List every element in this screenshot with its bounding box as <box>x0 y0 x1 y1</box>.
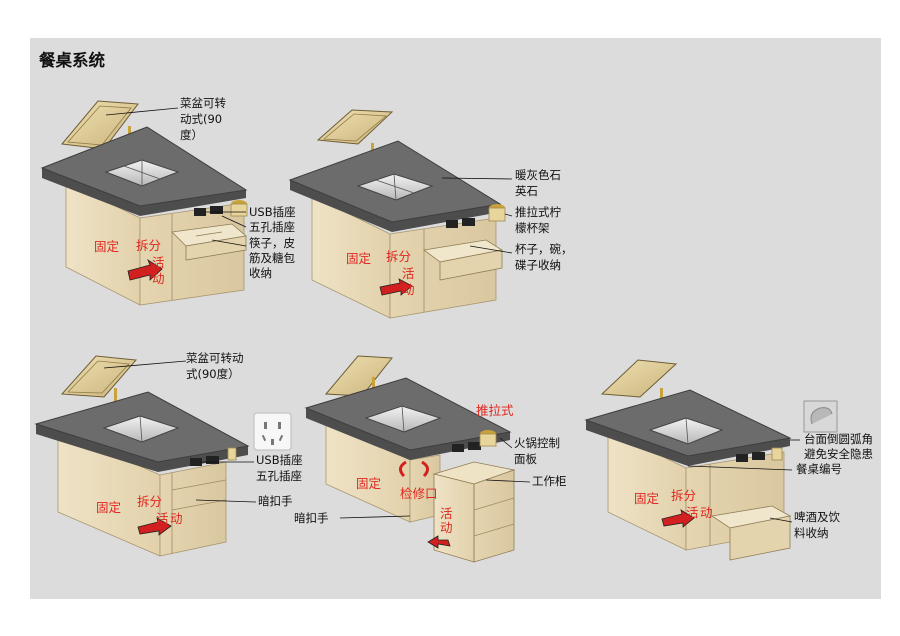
usb-label-1: USB插座 <box>249 205 296 219</box>
top-material-label: 暖灰色石英石 <box>515 168 561 198</box>
fixed-label-5: 固定 <box>634 491 659 506</box>
work-cabinet-label: 工作柜 <box>532 474 567 488</box>
handle-label-4: 暗扣手 <box>294 511 329 525</box>
cup-holder-label: 推拉式柠檬杯架 <box>515 205 561 235</box>
fixed-label-2: 固定 <box>346 251 371 266</box>
access-port-label: 检修口 <box>400 486 438 501</box>
movable-label-3b: 动 <box>170 511 183 526</box>
arrow-right-icon <box>127 258 163 281</box>
table-unit-5: 台面倒圆弧角避免安全隐患 餐桌编号 啤酒及饮料收纳 固定 拆分 活 动 <box>584 359 873 561</box>
movable-label-5a: 活 <box>686 505 699 520</box>
usb-label-3: USB插座 <box>256 453 303 467</box>
split-label-5: 拆分 <box>671 488 696 503</box>
movable-label-2a: 活 <box>402 266 415 281</box>
arrow-left-icon <box>427 535 451 549</box>
movable-label-3a: 活 <box>156 511 169 526</box>
rounded-corner-label: 台面倒圆弧角避免安全隐患 <box>804 432 873 461</box>
beer-storage-label: 啤酒及饮料收纳 <box>794 510 840 540</box>
movable-label-1b: 动 <box>152 271 165 286</box>
tray-label-3: 菜盆可转动式(90度） <box>186 351 244 381</box>
movable-label-2b: 动 <box>402 282 415 297</box>
fixed-label-4: 固定 <box>356 476 381 491</box>
usb-socket-icon <box>194 208 206 216</box>
rounded-corner-closeup-icon <box>803 400 838 433</box>
table-unit-4: 推拉式 火锅控制面板 工作柜 暗扣手 固定 检修口 活 动 <box>294 355 567 563</box>
outlet-label-1: 五孔插座 <box>249 220 295 234</box>
drawer-label-1: 筷子，皮筋及糖包收纳 <box>249 236 295 280</box>
split-label-2: 拆分 <box>386 249 411 264</box>
page-title: 餐桌系统 <box>39 50 106 70</box>
outlet-label-3: 五孔插座 <box>256 469 302 483</box>
movable-label-4b: 动 <box>440 520 453 535</box>
arrow-right-icon <box>379 278 413 296</box>
table-number-label: 餐桌编号 <box>796 462 842 476</box>
pull-out-label: 推拉式 <box>476 403 514 418</box>
drawer-label-2: 杯子，碗，碟子收纳 <box>515 242 573 272</box>
movable-label-1a: 活 <box>152 255 165 270</box>
arrow-right-icon <box>137 517 172 536</box>
arrow-right-icon <box>661 509 695 528</box>
movable-label-4a: 活 <box>440 506 453 521</box>
rotate-arrows-icon <box>399 460 429 478</box>
table-unit-3: 菜盆可转动式(90度） USB插座 五孔插座 暗扣手 固定 拆分 活 动 <box>34 351 303 557</box>
split-label-3: 拆分 <box>137 494 162 509</box>
table-unit-2: 暖灰色石英石 推拉式柠檬杯架 杯子，碗，碟子收纳 固定 拆分 活 动 <box>288 109 573 319</box>
hotpot-panel-label: 火锅控制面板 <box>514 436 560 466</box>
fixed-label-3: 固定 <box>96 500 121 515</box>
power-outlet-icon <box>210 206 223 214</box>
movable-label-5b: 动 <box>700 505 713 520</box>
fixed-label-1: 固定 <box>94 239 119 254</box>
handle-label-3: 暗扣手 <box>258 494 293 508</box>
power-outlet-icon <box>253 412 292 451</box>
rotating-tray-icon <box>600 359 678 406</box>
split-label-1: 拆分 <box>136 238 161 253</box>
rotating-tray-icon <box>60 355 138 408</box>
